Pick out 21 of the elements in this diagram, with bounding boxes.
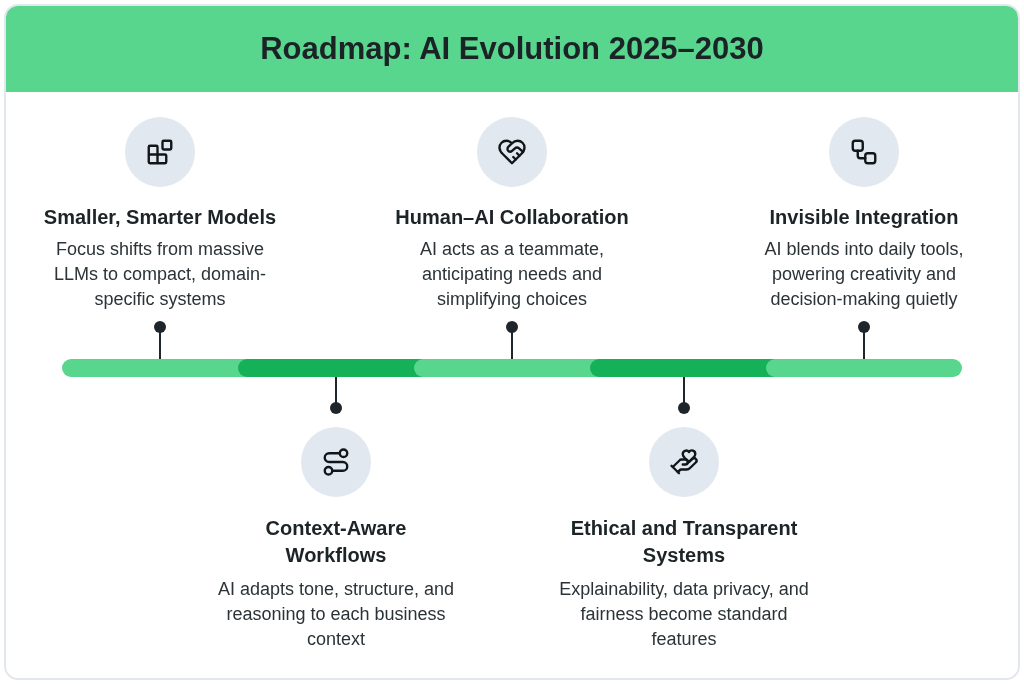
milestone-heading: Ethical and Transparent Systems — [569, 516, 799, 568]
leader-line — [858, 321, 870, 360]
milestone-heading: Invisible Integration — [769, 205, 959, 230]
milestone-description: Explainability, data privacy, and fairness become standard features — [559, 578, 809, 651]
title: Roadmap: AI Evolution 2025–2030 — [260, 31, 764, 67]
milestone-heading: Smaller, Smarter Models — [43, 205, 277, 230]
leader-line — [154, 321, 166, 360]
milestone-description: AI adapts tone, structure, and reasoning to each business context — [216, 578, 456, 651]
timeline-segment — [62, 359, 238, 377]
timeline-segment — [238, 359, 414, 377]
milestone-heading: Context-Aware Workflows — [264, 516, 408, 568]
timeline-segment — [414, 359, 590, 377]
milestone-description: AI acts as a teammate, anticipating needs and simplifying choices — [418, 238, 606, 311]
timeline-segment — [766, 359, 962, 377]
leader-line — [506, 321, 518, 360]
milestone-description: AI blends into daily tools, powering creativity and decision-making quietly — [763, 238, 965, 311]
timeline-segment — [590, 359, 766, 377]
leader-line — [678, 376, 690, 414]
milestone-heading: Human–AI Collaboration — [395, 205, 629, 230]
milestone-description: Focus shifts from massive LLMs to compact, domain-specific systems — [52, 238, 268, 311]
leader-line — [330, 376, 342, 414]
